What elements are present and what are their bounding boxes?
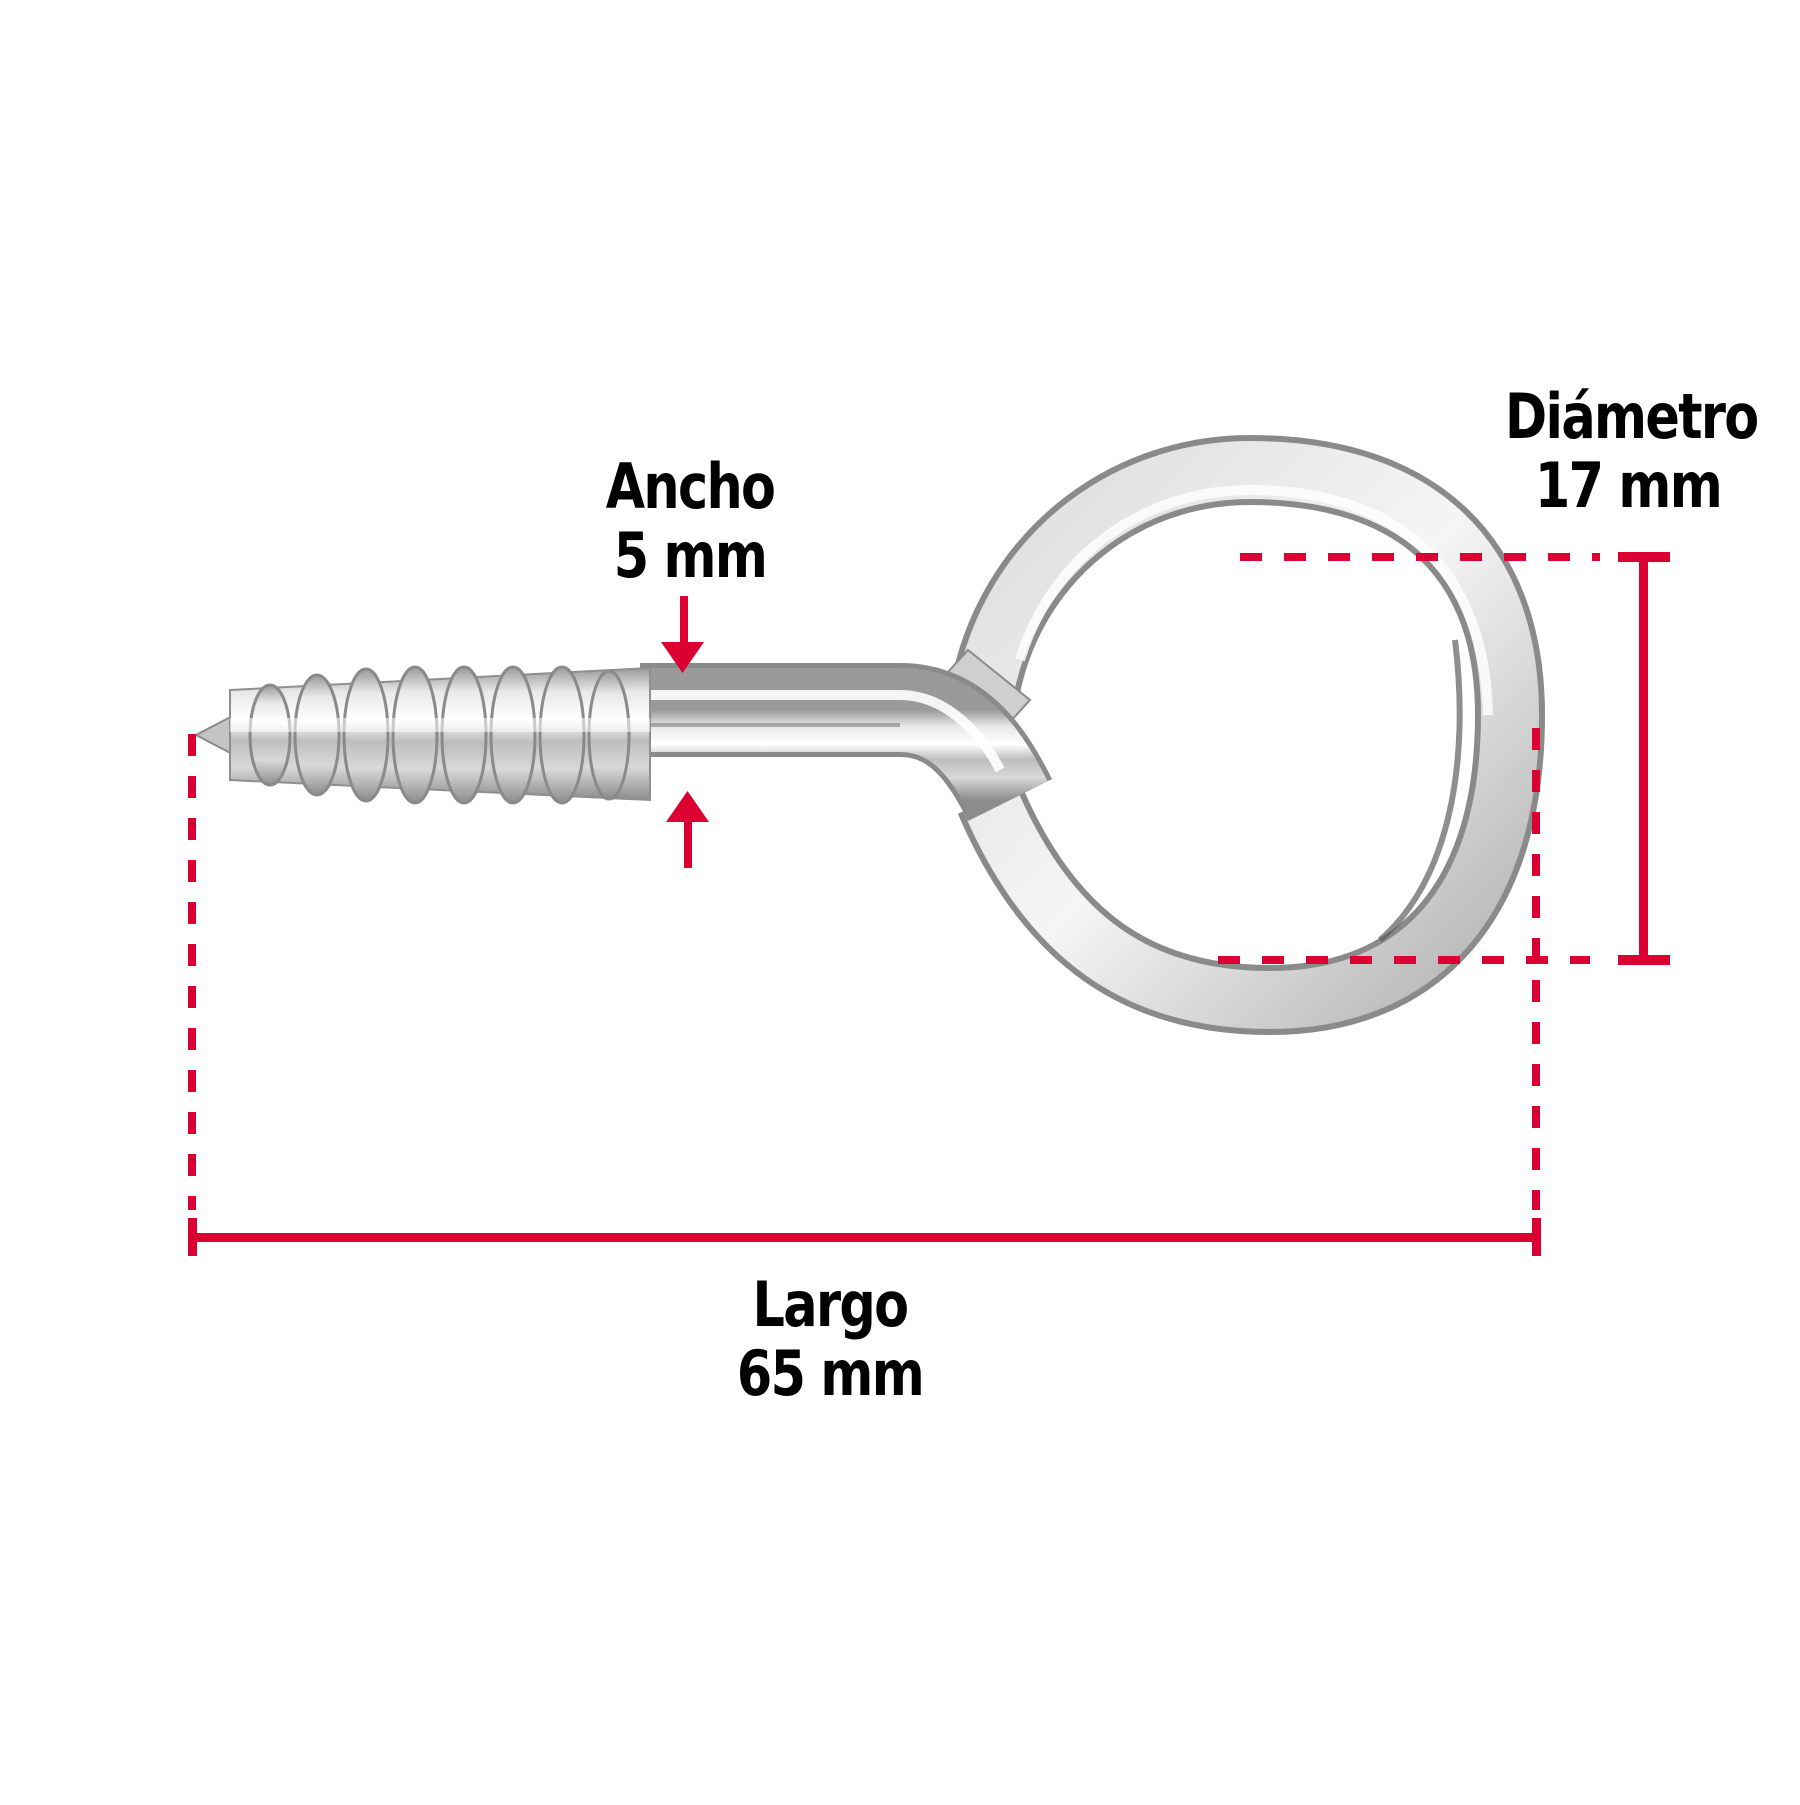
largo-value: 65 mm <box>736 1337 925 1411</box>
eye-ring <box>946 434 1546 1036</box>
largo-title: Largo <box>752 1268 910 1341</box>
shank <box>640 663 1053 822</box>
ancho-arrows <box>661 596 709 868</box>
diametro-title: Diámetro <box>1505 380 1759 453</box>
diametro-dimension-label: Diámetro 17 mm <box>1505 380 1759 523</box>
largo-dimension-label: Largo 65 mm <box>723 1270 936 1409</box>
ancho-dimension-label: Ancho 5 mm <box>583 452 796 591</box>
ancho-title: Ancho <box>605 450 776 523</box>
diametro-guides <box>1218 552 1670 965</box>
ancho-value: 5 mm <box>613 519 768 593</box>
largo-guides <box>188 728 1541 1256</box>
diametro-value: 17 mm <box>1534 449 1723 523</box>
dimension-lines <box>188 552 1670 1256</box>
screw-eye-hook-image <box>193 434 1546 1036</box>
threaded-tip <box>193 665 651 805</box>
